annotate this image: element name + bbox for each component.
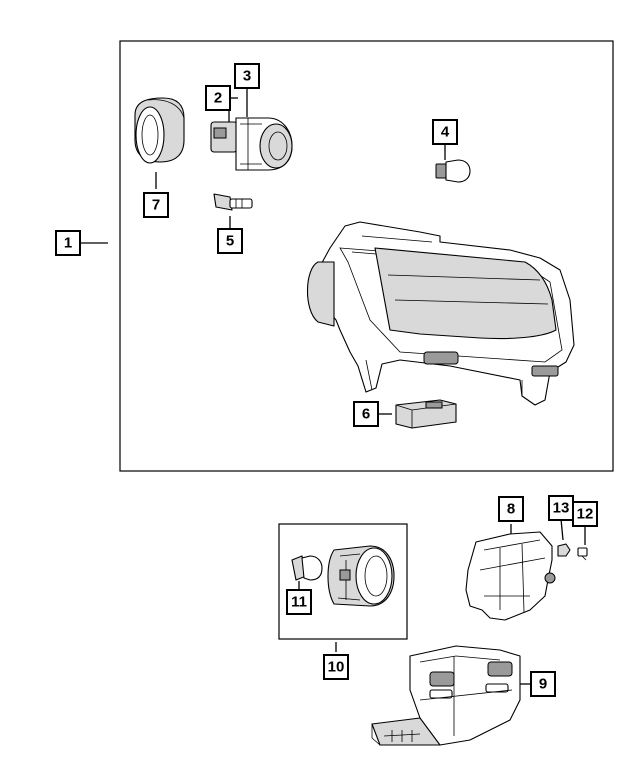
bulb-part-4 [435, 159, 471, 183]
svg-text:13: 13 [553, 500, 570, 517]
svg-text:4: 4 [441, 124, 450, 141]
callout-9: 9 [530, 671, 556, 697]
callout-1: 1 [55, 230, 81, 256]
fog-bezel-part [371, 645, 521, 746]
bulb-part-5 [213, 193, 253, 211]
callout-13: 13 [548, 495, 574, 521]
fog-bracket-part [465, 531, 556, 621]
callout-4: 4 [432, 119, 458, 145]
callout-5: 5 [217, 228, 243, 254]
svg-text:10: 10 [328, 659, 345, 676]
callout-11: 11 [286, 589, 312, 615]
leader-lines [80, 87, 586, 685]
headlamp-assembly-frame [119, 40, 614, 472]
bezel-ring-part [134, 97, 185, 164]
callout-10: 10 [323, 654, 349, 680]
svg-text:7: 7 [152, 197, 160, 214]
ballast-module-part [395, 399, 457, 429]
callout-3: 3 [234, 63, 260, 89]
callout-2: 2 [205, 85, 231, 111]
headlamp-housing [306, 221, 575, 406]
nut-part [557, 543, 571, 557]
svg-text:9: 9 [539, 676, 547, 693]
svg-text:5: 5 [226, 233, 234, 250]
callout-12: 12 [572, 501, 598, 527]
fog-lamp-assembly-frame [278, 523, 408, 640]
svg-text:8: 8 [507, 501, 515, 518]
svg-text:6: 6 [362, 406, 370, 423]
fog-bulb-part [291, 555, 323, 581]
fog-lamp-body [327, 545, 395, 607]
svg-text:3: 3 [243, 68, 251, 85]
svg-text:11: 11 [291, 594, 307, 611]
callout-7: 7 [143, 192, 169, 218]
projector-module-part [210, 117, 293, 171]
svg-text:12: 12 [577, 506, 594, 523]
svg-text:2: 2 [214, 90, 222, 107]
callout-6: 6 [353, 401, 379, 427]
screw-part [577, 547, 588, 561]
svg-text:1: 1 [64, 235, 72, 252]
callout-8: 8 [498, 496, 524, 522]
